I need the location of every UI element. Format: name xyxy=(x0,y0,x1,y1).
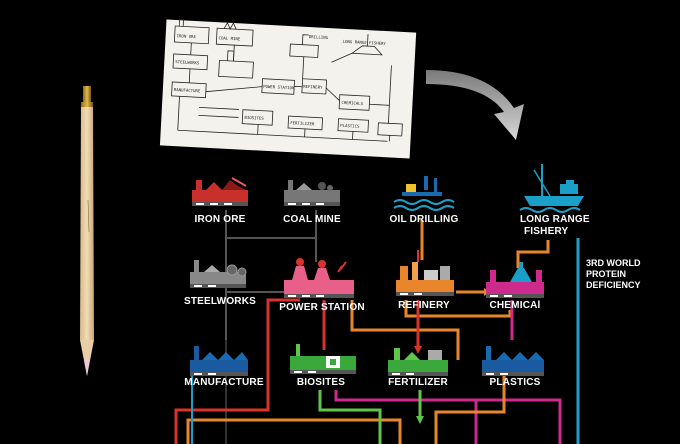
steelworks-icon xyxy=(190,260,247,288)
label-fishery-line2: FISHERY xyxy=(524,226,569,237)
sketch-label-plastics: PLASTICS xyxy=(340,123,360,129)
curved-arrow-icon xyxy=(426,70,524,140)
label-coal-mine: COAL MINE xyxy=(283,214,341,225)
side-note: 3RD WORLD PROTEIN DEFICIENCY xyxy=(586,258,641,291)
sketch-label-fertilizer: FERTILIZER xyxy=(290,120,315,126)
manufacture-icon xyxy=(190,346,248,376)
label-manufacture: MANUFACTURE xyxy=(184,377,264,388)
sketch-paper: IRON ORE COAL MINE DRILLING LONG RANGE F… xyxy=(159,18,417,159)
label-oil-drilling: OIL DRILLING xyxy=(389,214,459,225)
sketch-label-steelworks: STEELWORKS xyxy=(175,59,200,65)
coal-mine-icon xyxy=(284,180,340,206)
sketch-label-coal-mine: COAL MINE xyxy=(219,35,241,41)
iron-ore-icon xyxy=(192,177,248,206)
label-steelworks: STEELWORKS xyxy=(184,296,257,307)
fertilizer-icon xyxy=(388,348,448,376)
sketch-label-fishery: LONG RANGE FISHERY xyxy=(342,39,386,46)
side-note-line1: 3RD WORLD xyxy=(586,258,641,268)
label-plastics: PLASTICS xyxy=(489,377,541,388)
label-fertilizer: FERTILIZER xyxy=(388,377,448,388)
label-power-station: POWER STATION xyxy=(279,302,365,313)
label-biosites: BIOSITES xyxy=(296,377,346,388)
plastics-icon xyxy=(482,346,544,376)
chemical-flask-icon xyxy=(486,262,544,298)
sketch-label-refinery: REFINERY xyxy=(303,84,323,90)
label-refinery: REFINERY xyxy=(398,300,450,311)
label-fishery-line1: LONG RANGE xyxy=(520,214,590,225)
fishing-boat-icon xyxy=(519,164,584,213)
sketch-label-biosites: BIOSITES xyxy=(244,115,264,121)
refinery-icon xyxy=(396,250,454,296)
label-iron-ore: IRON ORE xyxy=(194,214,246,225)
flow-lines xyxy=(174,210,580,444)
side-note-line2: PROTEIN xyxy=(586,269,627,279)
sketch-label-drilling: DRILLING xyxy=(309,34,329,40)
label-chemical: CHEMICAl xyxy=(489,300,541,311)
sketch-label-iron-ore: IRON ORE xyxy=(177,33,197,39)
biosites-icon xyxy=(290,344,356,374)
sketch-label-power-station: POWER STATION xyxy=(263,84,295,91)
power-station-icon xyxy=(284,258,354,298)
pencil-icon xyxy=(80,86,94,376)
side-note-line3: DEFICIENCY xyxy=(586,280,641,290)
sketch-label-chemicals: CHEMICALS xyxy=(341,100,363,106)
oil-drilling-icon xyxy=(393,176,455,211)
sketch-label-manufacture: MANUFACTURE xyxy=(174,87,201,93)
